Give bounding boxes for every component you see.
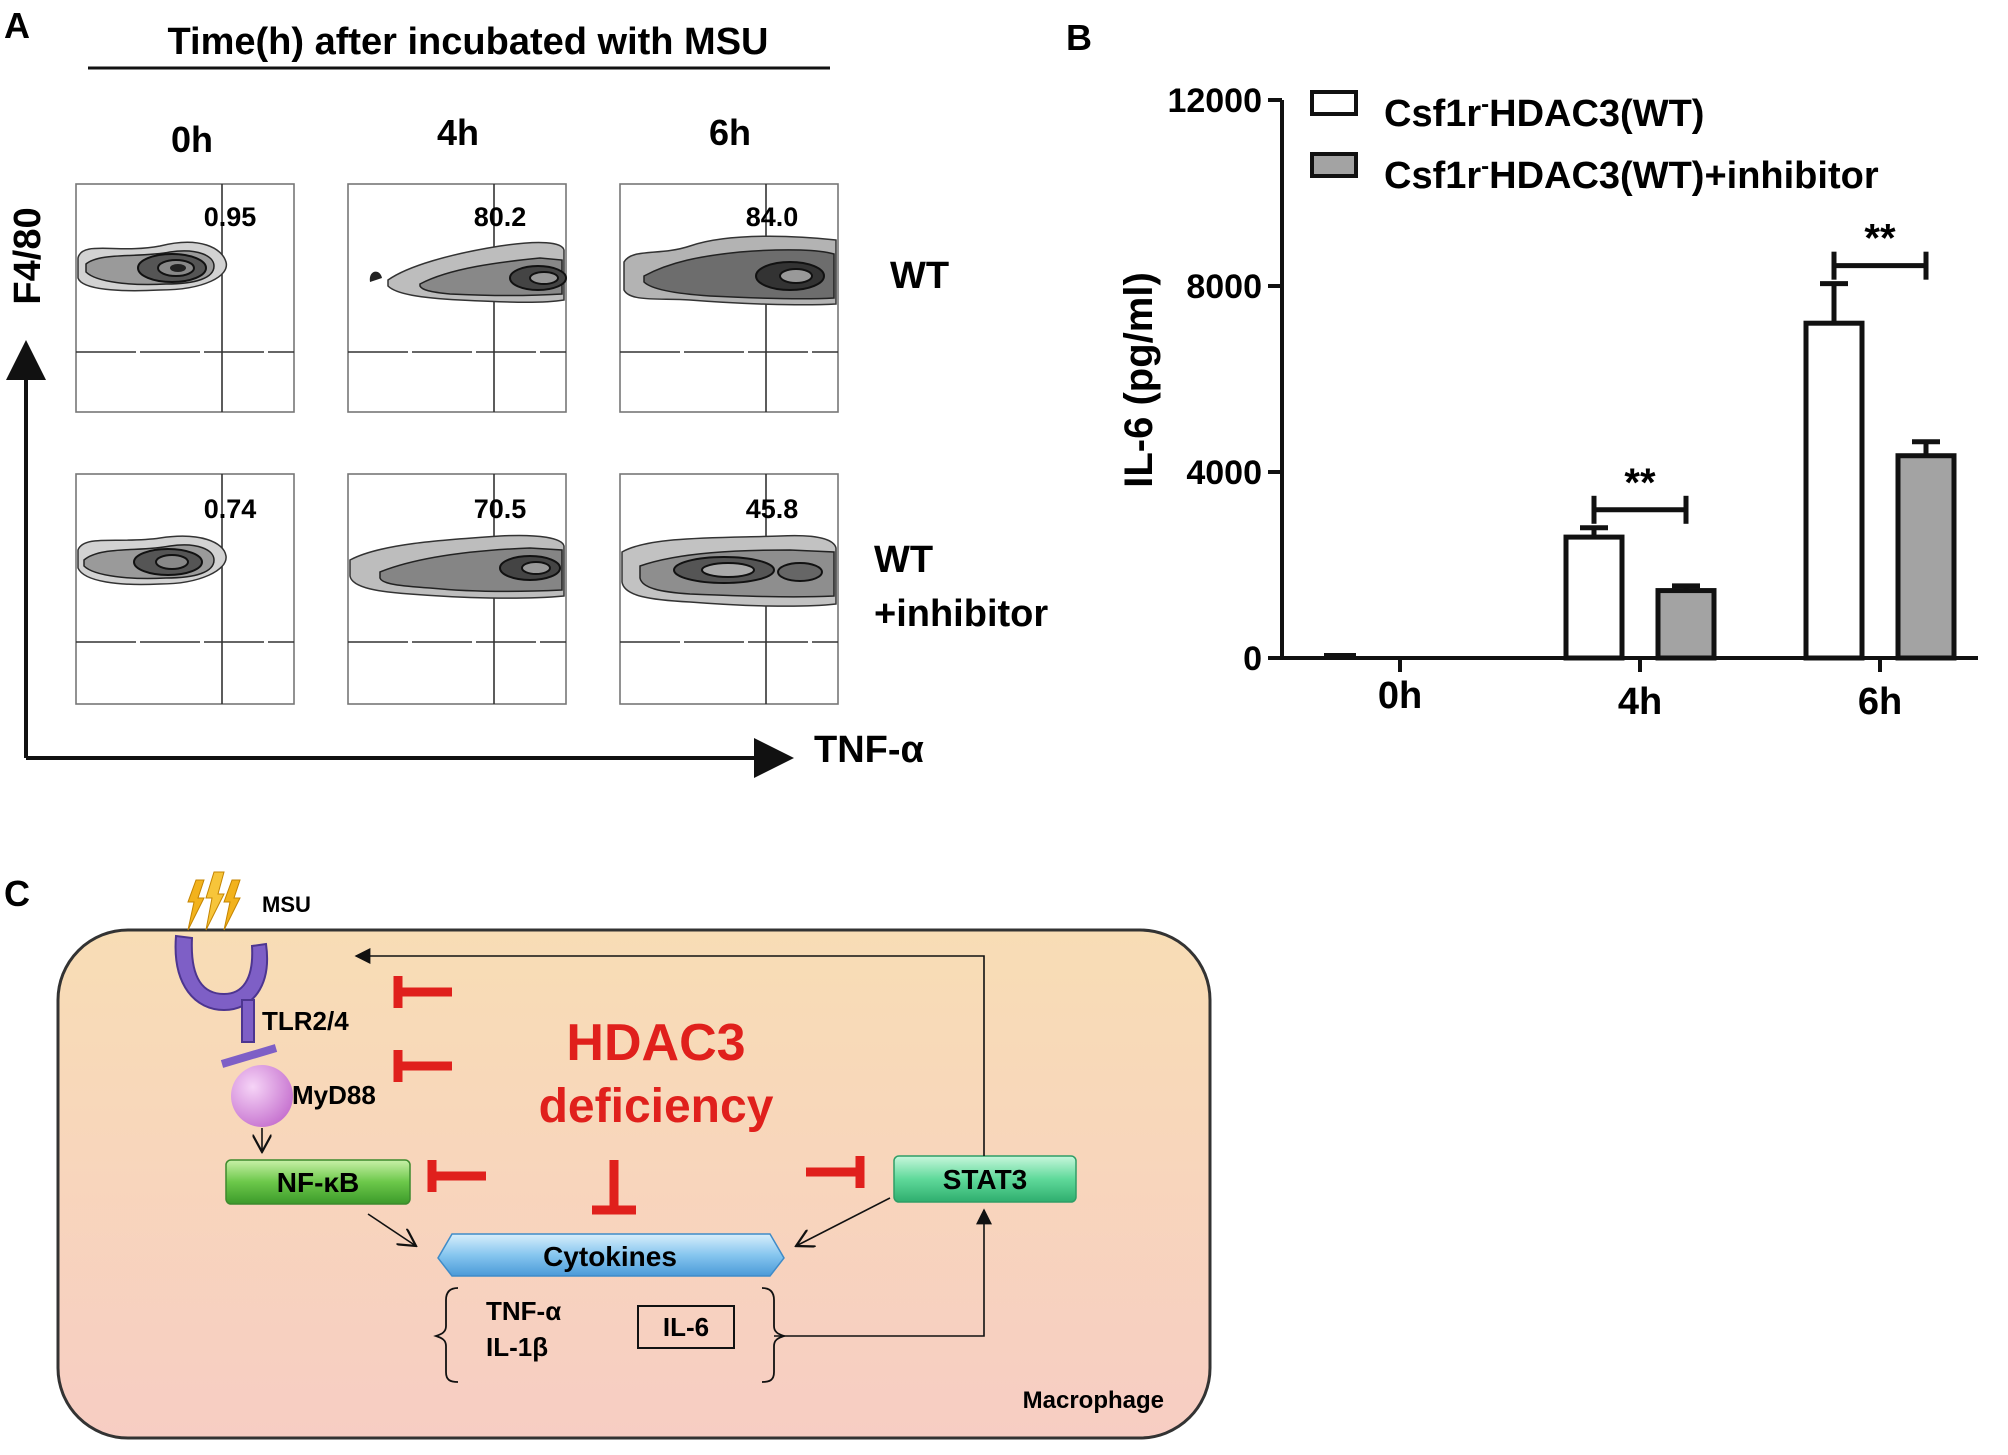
y-tick-label: 4000 [1186, 454, 1262, 492]
chart-legend: Csf1r-HDAC3(WT) Csf1r-HDAC3(WT)+inhibito… [1310, 90, 1879, 197]
y-tick-label: 8000 [1186, 268, 1262, 306]
bar [1655, 588, 1717, 661]
y-tick-label: 12000 [1167, 82, 1262, 120]
stat3-to-tlr-feedback-arrow [354, 948, 985, 1156]
nfkb-box [225, 1159, 411, 1205]
macrophage-cell [56, 928, 1212, 1440]
x-axis-label: TNF-α [814, 729, 924, 771]
col-label-6h: 6h [709, 112, 751, 153]
bar [1803, 320, 1865, 661]
panel-b-letter: B [1066, 17, 1092, 58]
bar [1895, 453, 1957, 661]
msu-label: MSU [262, 892, 311, 917]
stat3-to-cytokines-arrow [796, 1197, 891, 1246]
il1b-label: IL-1β [486, 1332, 548, 1362]
inhibition-myd88 [393, 1050, 452, 1082]
flow-plot-wt-4h: 80.2 [347, 183, 567, 413]
panel-c: C Macrophage MSU TLR2/4 MyD88 NF-κB STAT… [4, 871, 1212, 1440]
il6-box [637, 1305, 735, 1349]
panel-a-title: Time(h) after incubated with MSU [167, 21, 768, 63]
panel-a: A Time(h) after incubated with MSU 0h 4h… [4, 5, 1048, 778]
legend-label-inhibitor: Csf1r-HDAC3(WT)+inhibitor [1384, 153, 1879, 197]
col-label-0h: 0h [171, 119, 213, 160]
legend-swatch-wt [1310, 90, 1358, 116]
flow-plot-wt-0h: 0.95 [75, 183, 295, 413]
tlr-receptor-icon [174, 934, 278, 1068]
msu-crystal-icon [187, 871, 241, 931]
col-label-4h: 4h [437, 112, 479, 153]
row-label-wt: WT [890, 255, 949, 297]
y-axis-label: F4/80 [7, 207, 49, 304]
legend-label-wt: Csf1r-HDAC3(WT) [1384, 91, 1704, 135]
cytokines-label: Cytokines [543, 1241, 677, 1272]
panel-a-letter: A [4, 5, 30, 46]
inhibition-tlr [393, 976, 452, 1008]
nfkb-label: NF-κB [277, 1167, 359, 1198]
il6-to-stat3-arrow [774, 1208, 992, 1337]
legend-swatch-inhibitor [1310, 152, 1358, 178]
cytokines-box [437, 1233, 785, 1277]
stat3-box [893, 1155, 1077, 1203]
flow-plot-wt-6h: 84.0 [619, 183, 839, 413]
x-tick-label: 4h [1618, 681, 1662, 723]
myd88-label: MyD88 [292, 1080, 376, 1110]
macrophage-label: Macrophage [1023, 1387, 1164, 1414]
inhibition-stat3 [806, 1156, 865, 1188]
x-tick-label: 6h [1858, 681, 1902, 723]
flow-percent: 0.74 [204, 494, 257, 524]
il6-label: IL-6 [663, 1312, 709, 1342]
significance-label: ** [1624, 461, 1656, 505]
inhibition-cytokines [592, 1160, 636, 1215]
significance-label: ** [1864, 217, 1896, 261]
bar [1563, 534, 1625, 661]
il6-bar-chart: IL-6 (pg/ml) 0 4000 8000 12000 0h 4h ** 6h ** [1117, 82, 1978, 723]
flow-plot-inhibitor-4h: 70.5 [347, 473, 567, 705]
flow-percent: 0.95 [204, 202, 257, 232]
stat3-label: STAT3 [943, 1164, 1028, 1195]
flow-percent: 70.5 [474, 494, 527, 524]
hdac3-title: HDAC3 [566, 1014, 745, 1072]
panel-c-letter: C [4, 873, 30, 914]
tnf-label: TNF-α [486, 1296, 561, 1326]
flow-percent: 45.8 [746, 494, 799, 524]
row-label-inhibitor-line1: WT [874, 539, 933, 581]
flow-plot-inhibitor-0h: 0.74 [75, 473, 295, 705]
myd88-icon [231, 1065, 293, 1127]
chart-y-label: IL-6 (pg/ml) [1117, 272, 1161, 488]
nfkb-to-cytokines-arrow [367, 1213, 416, 1246]
flow-percent: 80.2 [474, 202, 527, 232]
row-label-inhibitor-line2: +inhibitor [874, 593, 1048, 635]
tlr-label: TLR2/4 [262, 1006, 349, 1036]
flow-plot-inhibitor-6h: 45.8 [619, 473, 839, 705]
x-tick-label: 0h [1378, 675, 1422, 717]
flow-percent: 84.0 [746, 202, 799, 232]
y-tick-label: 0 [1243, 640, 1262, 678]
inhibition-nfkb [427, 1160, 486, 1192]
left-brace [433, 1287, 459, 1383]
hdac3-subtitle: deficiency [539, 1080, 774, 1133]
